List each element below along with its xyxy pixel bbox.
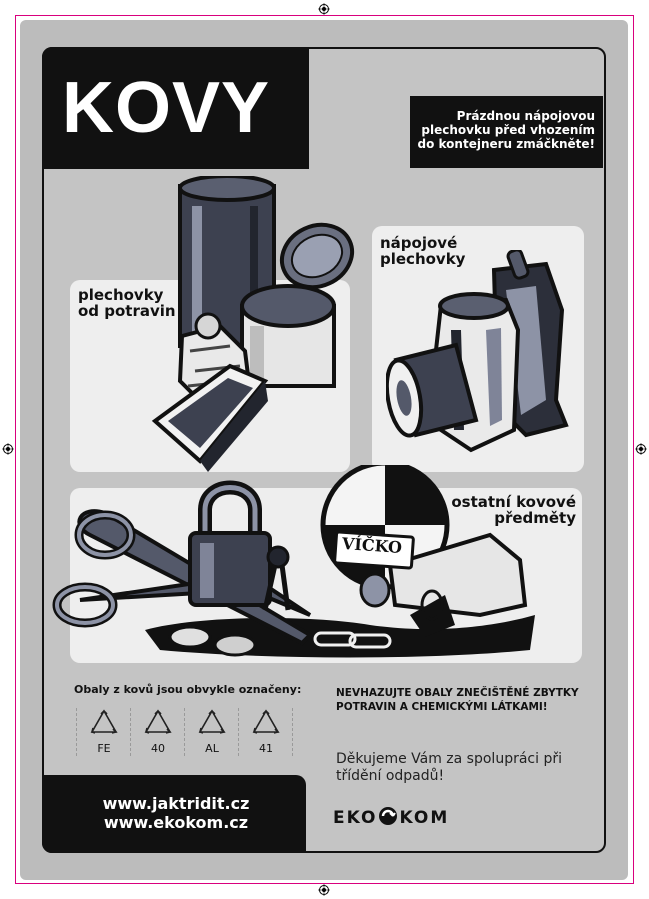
material-code: FE <box>97 742 111 755</box>
website-link-ekokom[interactable]: www.ekokom.cz <box>103 813 249 832</box>
trim-line <box>15 15 634 884</box>
material-code: 40 <box>151 742 165 755</box>
other-metal-label: ostatní kovové předměty <box>451 493 576 527</box>
material-marks-title: Obaly z kovů jsou obvykle označeny: <box>74 683 302 696</box>
registration-mark-left <box>2 443 14 455</box>
mark-divider <box>76 708 78 756</box>
food-cans-illustration <box>151 176 355 472</box>
thanks-message: Děkujeme Vám za spolupráci při třídění o… <box>336 751 562 784</box>
material-code: 41 <box>259 742 273 755</box>
drink-cans-label: nápojové plechovky <box>380 234 466 268</box>
registration-mark-bottom <box>318 884 330 896</box>
ekokom-swirl-icon <box>379 807 398 825</box>
page-title: KOVY <box>62 68 271 148</box>
recycling-triangle-icon <box>198 709 226 734</box>
recycling-triangle-icon <box>252 709 280 734</box>
material-mark-41: 41 <box>242 706 290 760</box>
material-mark-al: AL <box>188 706 236 760</box>
logo-text-right: KOM <box>399 808 450 828</box>
contamination-warning: NEVHAZUJTE OBALY ZNEČIŠTĚNÉ ZBYTKY POTRA… <box>336 687 579 713</box>
crush-notice: Prázdnou nápojovou plechovku před vhozen… <box>410 96 603 168</box>
material-code: AL <box>205 742 219 755</box>
logo-text-left: EKO <box>333 808 378 828</box>
material-mark-fe: FE <box>80 706 128 760</box>
ekokom-logo: EKO KOM <box>333 806 463 830</box>
other-metal-illustration <box>52 465 535 658</box>
drink-cans-illustration <box>386 250 569 453</box>
registration-mark-right <box>635 443 647 455</box>
title-bar <box>42 47 309 169</box>
website-link-jaktridit[interactable]: www.jaktridit.cz <box>102 794 250 813</box>
recycling-triangle-icon <box>90 709 118 734</box>
food-cans-label: plechovky od potravin <box>78 286 176 320</box>
mark-divider <box>292 708 294 756</box>
mark-divider <box>184 708 186 756</box>
website-box <box>42 775 306 853</box>
mark-divider <box>238 708 240 756</box>
mark-divider <box>130 708 132 756</box>
registration-mark-top <box>318 3 330 15</box>
material-mark-40: 40 <box>134 706 182 760</box>
recycling-triangle-icon <box>144 709 172 734</box>
